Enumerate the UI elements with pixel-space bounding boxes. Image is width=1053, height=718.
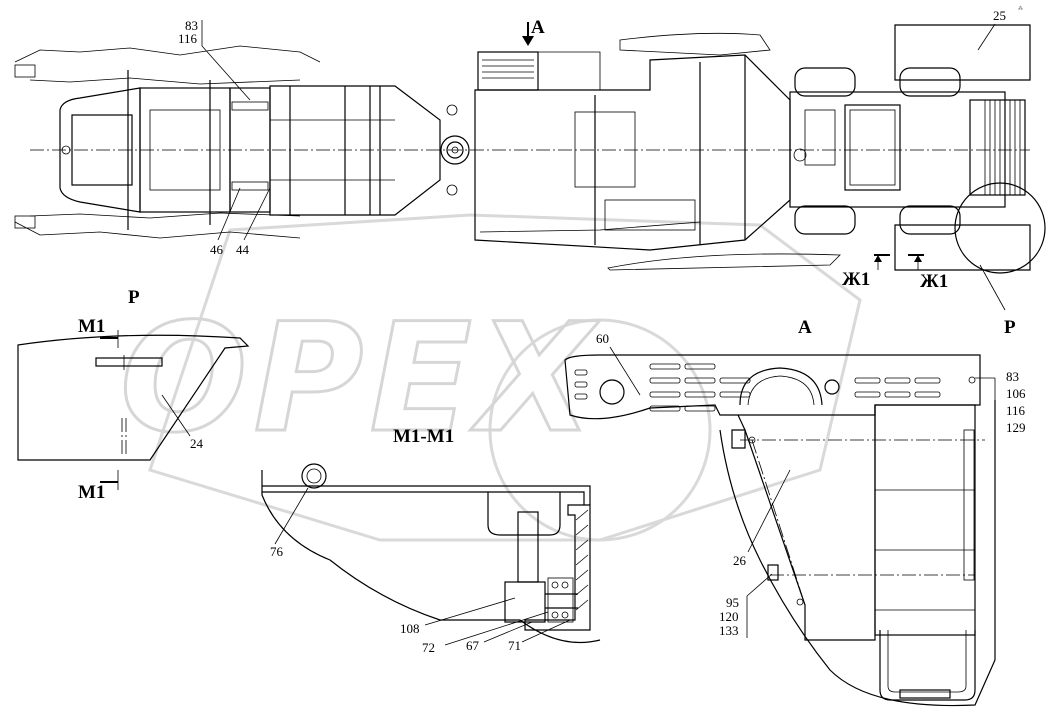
callout-129: 129 [1006, 420, 1026, 435]
callout-83: 83 [185, 18, 198, 33]
watermark-text: OPEX [120, 292, 600, 466]
section-p-top: Р [128, 287, 140, 308]
detail-p-outline [17, 334, 250, 461]
view-a: А 60 [564, 317, 1026, 707]
section-zh1-right: Ж1 [920, 271, 948, 292]
rear-grill [969, 99, 1026, 196]
view-a-title: А [798, 317, 812, 338]
bracket-section [524, 504, 591, 631]
section-m1-view: М1-М1 76 108 72 67 71 [261, 426, 601, 655]
corner-mark: ⁂ [1018, 5, 1023, 12]
callout-83b: 83 [1006, 369, 1019, 384]
callout-26: 26 [733, 553, 747, 568]
plan-view: А Ж1 Ж1 83 116 46 44 25 Р Р [14, 8, 1046, 338]
section-m1-left-bottom: М1 [78, 482, 105, 503]
bolt-head [504, 581, 546, 623]
callout-120: 120 [719, 609, 739, 624]
callout-133: 133 [719, 623, 739, 638]
callout-76: 76 [270, 544, 284, 559]
callout-46: 46 [210, 242, 224, 257]
callout-24: 24 [190, 436, 204, 451]
callout-60: 60 [596, 331, 609, 346]
view-a-label: А [531, 17, 545, 38]
lower-fender [894, 224, 1031, 271]
section-m1-break-line [261, 470, 601, 643]
callout-72: 72 [422, 640, 435, 655]
upper-wheel-outline [14, 45, 321, 63]
callout-95: 95 [726, 595, 739, 610]
watermark: OPEX [119, 213, 862, 542]
hood-panel [564, 354, 981, 420]
callout-116: 116 [178, 31, 198, 46]
step-ladder [879, 630, 976, 701]
detail-p-circle [954, 182, 1046, 274]
middle-frame [269, 85, 441, 216]
lower-wheel-outline [14, 221, 301, 239]
section-zh1-left: Ж1 [842, 269, 870, 290]
section-m1-left-top: М1 [78, 316, 105, 337]
callout-25: 25 [993, 8, 1006, 23]
ladder-frame [874, 404, 976, 636]
callout-106: 106 [1006, 386, 1026, 401]
callout-44: 44 [236, 242, 250, 257]
engine-radiator [477, 51, 539, 91]
articulation-joint [440, 135, 470, 165]
upper-fender [894, 24, 1031, 81]
detail-p-view: М1 М1 24 [17, 316, 250, 503]
callout-67: 67 [466, 638, 480, 653]
callout-116b: 116 [1006, 403, 1026, 418]
callout-108: 108 [400, 621, 420, 636]
callout-71: 71 [508, 638, 521, 653]
hood-vents [574, 363, 941, 412]
section-p-bottom: Р [1004, 317, 1016, 338]
section-m1-title: М1-М1 [393, 426, 454, 447]
